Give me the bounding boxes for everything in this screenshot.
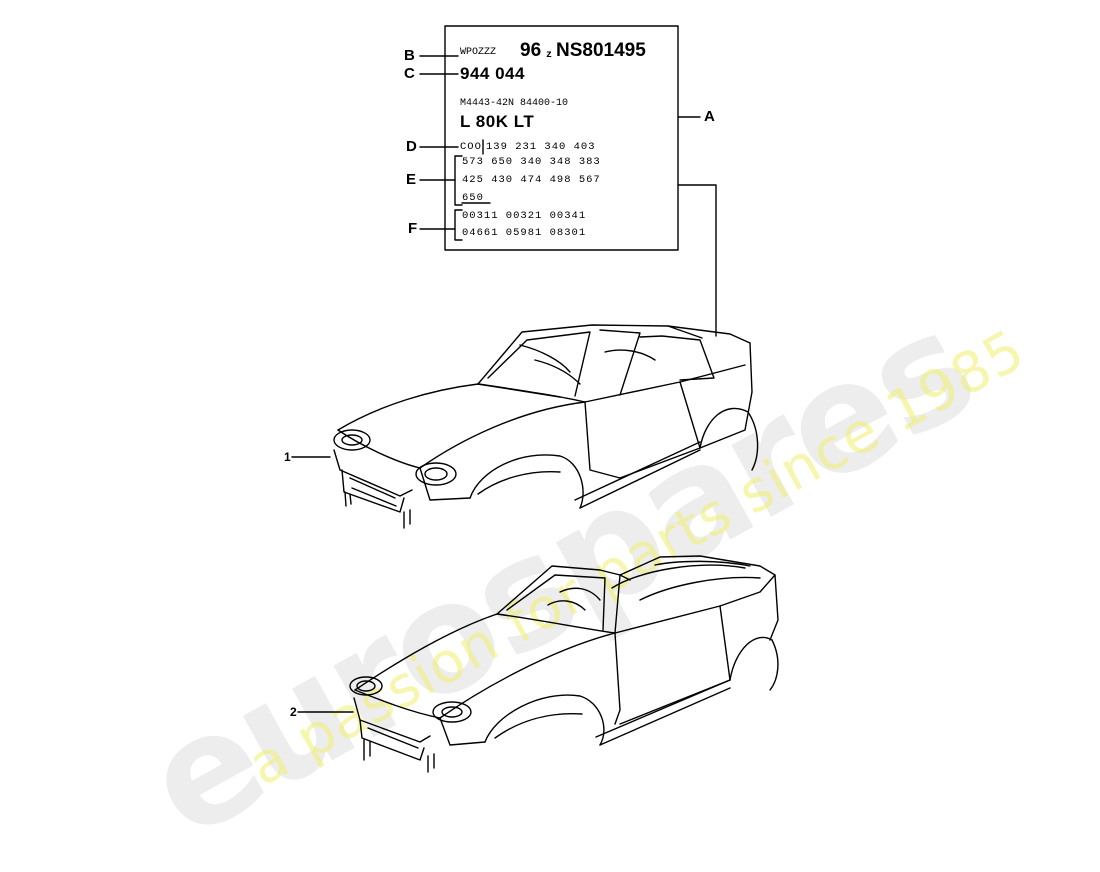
vin-serial: NS801495: [556, 40, 646, 61]
paint-line: L 80K LT: [460, 112, 535, 131]
vin-prefix: WPOZZZ: [460, 47, 497, 58]
coupe-body-shell: [333, 324, 759, 529]
part-ref-1: 1: [284, 450, 291, 464]
type-number: 944 044: [460, 64, 525, 83]
cabriolet-body-shell: [349, 555, 779, 773]
diagram-lineart: [291, 25, 779, 773]
d-options-row: 139 231 340 403: [486, 141, 596, 153]
label-plate-outline: [444, 25, 679, 251]
f-row-2: 04661 05981 08301: [462, 227, 587, 239]
part-ref-2: 2: [290, 705, 297, 719]
callout-a: A: [704, 108, 715, 125]
e-row-3: 650: [462, 192, 484, 204]
e-row-1: 573 650 340 348 383: [462, 156, 601, 168]
parts-diagram: eurospares a passion for parts since 198…: [120, 25, 1036, 872]
callout-b: B: [404, 47, 415, 64]
leader-plate-to-car: [677, 184, 717, 337]
callout-e: E: [406, 171, 417, 188]
vin-z: z: [546, 50, 553, 61]
callout-d: D: [406, 138, 417, 155]
f-row-1: 00311 00321 00341: [462, 210, 587, 222]
color-code: COO: [460, 141, 482, 153]
callout-c: C: [404, 65, 415, 82]
vin-model: 96: [520, 40, 542, 61]
e-row-2: 425 430 474 498 567: [462, 174, 601, 186]
callout-f: F: [408, 220, 418, 237]
engine-line: M4443-42N 84400-10: [460, 98, 569, 109]
